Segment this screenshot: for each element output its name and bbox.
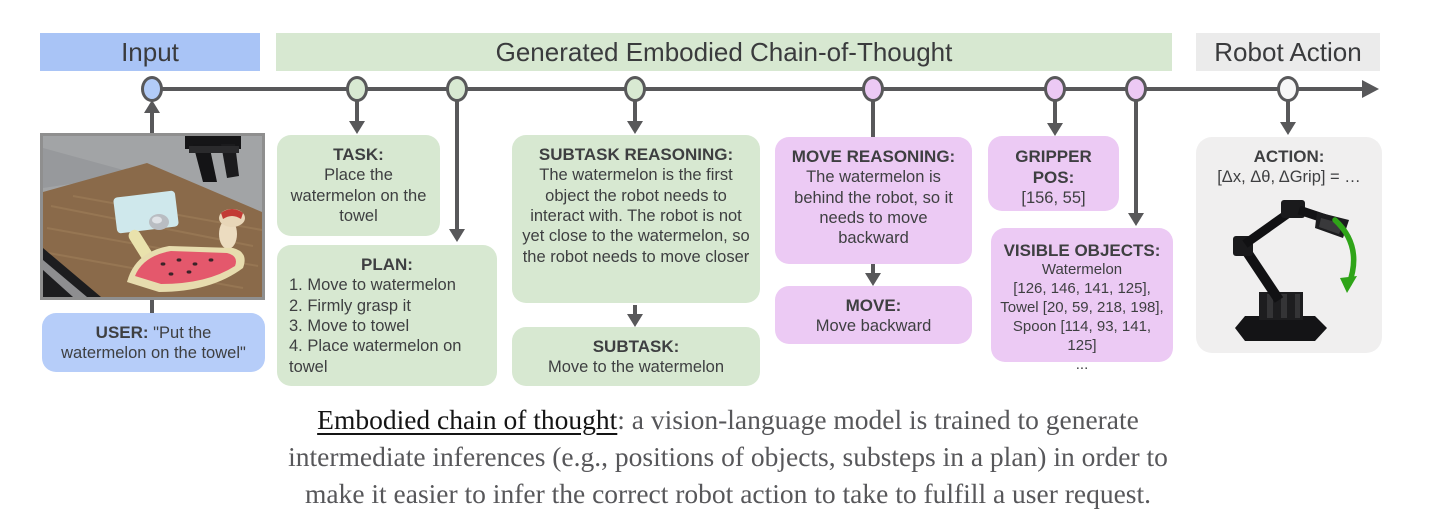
visible-object-line: [126, 146, 141, 125],	[1013, 279, 1151, 297]
connector-node-gripper-pos	[1053, 101, 1057, 124]
caption-line-3: make it easier to infer the correct robo…	[304, 478, 1152, 509]
move-body: Move backward	[815, 317, 932, 336]
move-box: MOVE: Move backward	[775, 286, 972, 344]
move-title: MOVE:	[845, 296, 902, 315]
plan-title: PLAN:	[361, 255, 413, 274]
header-generated-cot: Generated Embodied Chain-of-Thought	[276, 33, 1172, 71]
figure-caption: Embodied chain of thought: a vision-lang…	[258, 401, 1198, 512]
connector-node-visible-objects	[1134, 101, 1138, 214]
timeline-node-action	[1277, 76, 1299, 102]
rotate-arrow-icon	[1332, 216, 1357, 293]
timeline-node-visible-objects	[1125, 76, 1147, 102]
subtask-reasoning-box: SUBTASK REASONING: The watermelon is the…	[512, 135, 760, 303]
arrow-up-from-image-icon	[144, 100, 160, 113]
timeline-node-plan	[446, 76, 468, 102]
connector-node-action	[1286, 101, 1290, 123]
robot-base-corner	[43, 248, 101, 297]
connector-image-user	[150, 299, 154, 314]
subtask-reasoning-title: SUBTASK REASONING:	[538, 145, 734, 164]
user-request-box: USER: "Put the watermelon on the towel"	[42, 313, 265, 372]
visible-objects-title: VISIBLE OBJECTS:	[1003, 241, 1161, 260]
action-box: ACTION: [Δx, Δθ, ΔGrip] = …	[1196, 137, 1382, 353]
caption-line1-rest: : a vision-language model is trained to …	[617, 404, 1139, 435]
action-title: ACTION:	[1253, 147, 1325, 166]
gripper-pos-title: GRIPPER POS:	[1015, 147, 1092, 188]
timeline-node-gripper-pos	[1044, 76, 1066, 102]
user-quote: "Put the watermelon on the towel"	[61, 323, 246, 362]
connector-movereasoning-move	[871, 264, 875, 275]
mushroom-toy	[219, 209, 245, 249]
timeline-arrowhead-icon	[1362, 80, 1379, 98]
subtask-title: SUBTASK:	[592, 337, 680, 356]
move-reasoning-box: MOVE REASONING: The watermelon is behind…	[775, 137, 972, 264]
arrow-down-move-icon	[865, 273, 881, 286]
connector-subtaskreasoning-subtask	[633, 305, 637, 316]
gripper-pos-body: [156, 55]	[1021, 189, 1086, 208]
connector-node-plan	[455, 101, 459, 230]
move-reasoning-body: The watermelon is behind the robot, so i…	[794, 168, 953, 248]
header-generated-cot-label: Generated Embodied Chain-of-Thought	[495, 36, 953, 67]
user-label: USER:	[95, 322, 149, 342]
robot-base-stripe	[43, 260, 87, 297]
header-robot-action: Robot Action	[1196, 33, 1380, 71]
plan-item: 3. Move to towel	[289, 316, 410, 335]
timeline-node-input	[141, 76, 163, 102]
visible-objects-box: VISIBLE OBJECTS: Watermelon [126, 146, 1…	[991, 228, 1173, 373]
arrow-down-subtask-reasoning-icon	[627, 121, 643, 134]
arrow-down-task-icon	[349, 121, 365, 134]
wall-panel	[43, 148, 138, 188]
connector-node-move-reasoning	[871, 101, 875, 139]
towel	[113, 190, 179, 234]
robot-arm-graphic	[1233, 199, 1357, 341]
action-body: [Δx, Δθ, ΔGrip] = …	[1217, 168, 1361, 187]
input-image	[40, 133, 265, 300]
robot-table-scene-graphic	[42, 136, 263, 297]
header-input-label: Input	[121, 36, 179, 67]
plan-item: 4. Place watermelon on towel	[289, 337, 462, 376]
watermelon-toy	[127, 246, 245, 292]
timeline-node-task	[346, 76, 368, 102]
plan-items: 1. Move to watermelon 2. Firmly grasp it…	[285, 275, 489, 377]
gripper-pos-box: GRIPPER POS: [156, 55]	[988, 136, 1119, 211]
plan-box: PLAN: 1. Move to watermelon 2. Firmly gr…	[277, 245, 497, 386]
arrow-down-action-icon	[1280, 122, 1296, 135]
arrow-down-gripper-pos-icon	[1047, 123, 1063, 136]
task-title: TASK:	[333, 145, 384, 164]
header-input: Input	[40, 33, 260, 71]
connector-node-subtask-reasoning	[633, 101, 637, 122]
task-box: TASK: Place the watermelon on the towel	[277, 135, 440, 236]
connector-node-task	[355, 101, 359, 122]
plan-item: 2. Firmly grasp it	[289, 296, 411, 315]
arrow-down-visible-objects-icon	[1128, 213, 1144, 226]
arrow-down-plan-icon	[449, 229, 465, 242]
caption-line-2: intermediate inferences (e.g., positions…	[288, 441, 1168, 472]
move-reasoning-title: MOVE REASONING:	[791, 147, 956, 166]
visible-object-line: Towel [20, 59, 218, 198],	[1000, 298, 1164, 316]
timeline-node-move-reasoning	[862, 76, 884, 102]
visible-object-line: Watermelon	[1041, 261, 1123, 279]
arrow-down-subtask-icon	[627, 314, 643, 327]
subtask-box: SUBTASK: Move to the watermelon	[512, 327, 760, 386]
gripper	[185, 136, 241, 182]
task-body: Place the watermelon on the towel	[290, 166, 427, 225]
subtask-body: Move to the watermelon	[547, 358, 725, 377]
connector-image-to-node	[150, 112, 154, 133]
visible-object-line: Spoon [114, 93, 141, 125]	[1012, 317, 1152, 354]
subtask-reasoning-body: The watermelon is the first object the r…	[522, 166, 750, 266]
caption-line-1: Embodied chain of thought: a vision-lang…	[258, 401, 1198, 438]
robot-arm	[1233, 199, 1349, 341]
user-request-text: USER: "Put the watermelon on the towel"	[52, 322, 255, 364]
header-robot-action-label: Robot Action	[1214, 36, 1362, 67]
visible-objects-body: Watermelon [126, 146, 141, 125], Towel […	[999, 261, 1165, 374]
caption-lead: Embodied chain of thought	[317, 404, 618, 435]
visible-object-line: ...	[1075, 355, 1089, 373]
plan-item: 1. Move to watermelon	[289, 276, 456, 295]
timeline-node-subtask	[624, 76, 646, 102]
timeline-line	[152, 87, 1366, 91]
